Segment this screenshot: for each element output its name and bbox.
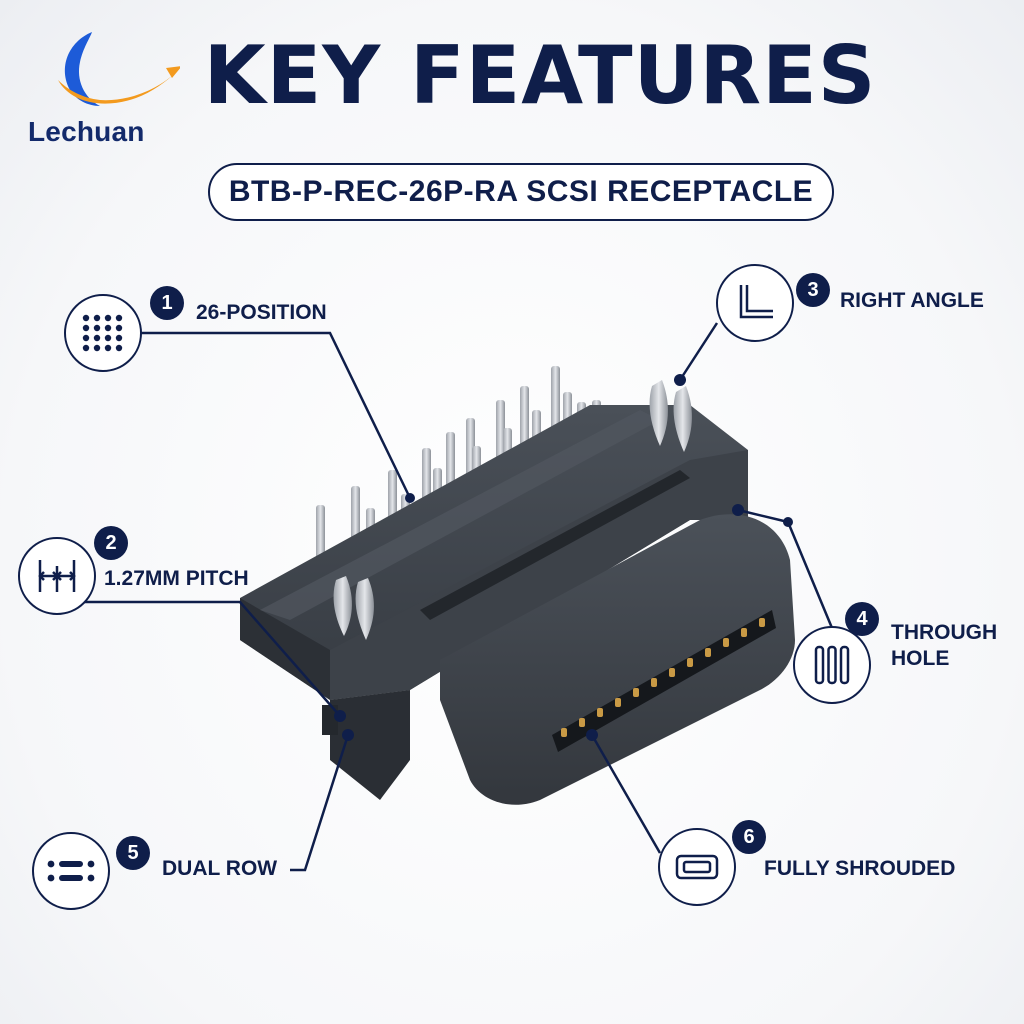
feature-5-number: 5	[116, 836, 150, 870]
feature-5-label: DUAL ROW	[162, 857, 278, 880]
feature-6-icon-circle	[658, 828, 736, 906]
feature-1-label: 26-POSITION	[196, 301, 327, 324]
feature-6-label: FULLY SHROUDED	[764, 857, 956, 880]
feature-6-number: 6	[732, 820, 766, 854]
feature-4-label: THROUGH HOLE	[891, 620, 997, 673]
feature-2-icon-circle	[18, 537, 96, 615]
brand-logo: Lechuan	[22, 28, 180, 158]
feature-2-label: 1.27MM PITCH	[104, 567, 249, 590]
shroud-icon	[675, 854, 719, 880]
callout-anchor-dots	[334, 374, 793, 741]
front-shroud	[440, 514, 795, 805]
feature-2-number: 2	[94, 526, 128, 560]
feature-5-icon-circle	[32, 832, 110, 910]
right-angle-icon	[739, 285, 773, 319]
feature-4-icon-circle	[793, 626, 871, 704]
feature-4-number: 4	[845, 602, 879, 636]
dual-row-icon	[47, 860, 95, 882]
pitch-measure-icon	[38, 560, 76, 592]
through-hole-pins-icon	[814, 645, 850, 685]
feature-3-label: RIGHT ANGLE	[840, 289, 984, 312]
feature-4-label-line2: HOLE	[891, 647, 950, 671]
feature-4-label-line1: THROUGH	[891, 621, 998, 644]
feature-1-number: 1	[150, 286, 184, 320]
board-lock-pegs	[333, 380, 692, 640]
page-title: KEY FEATURES	[203, 29, 877, 122]
lechuan-logo-mark-icon	[58, 32, 180, 106]
brand-name: Lechuan	[28, 116, 145, 147]
feature-1-icon-circle	[64, 294, 142, 372]
product-subtitle: BTB-P-REC-26P-RA SCSI RECEPTACLE	[228, 175, 814, 208]
callout-leader-lines	[78, 322, 834, 872]
feature-3-icon-circle	[716, 264, 794, 342]
product-subtitle-pill: BTB-P-REC-26P-RA SCSI RECEPTACLE	[208, 163, 834, 221]
feature-3-number: 3	[796, 273, 830, 307]
pin-grid-icon	[82, 314, 123, 352]
